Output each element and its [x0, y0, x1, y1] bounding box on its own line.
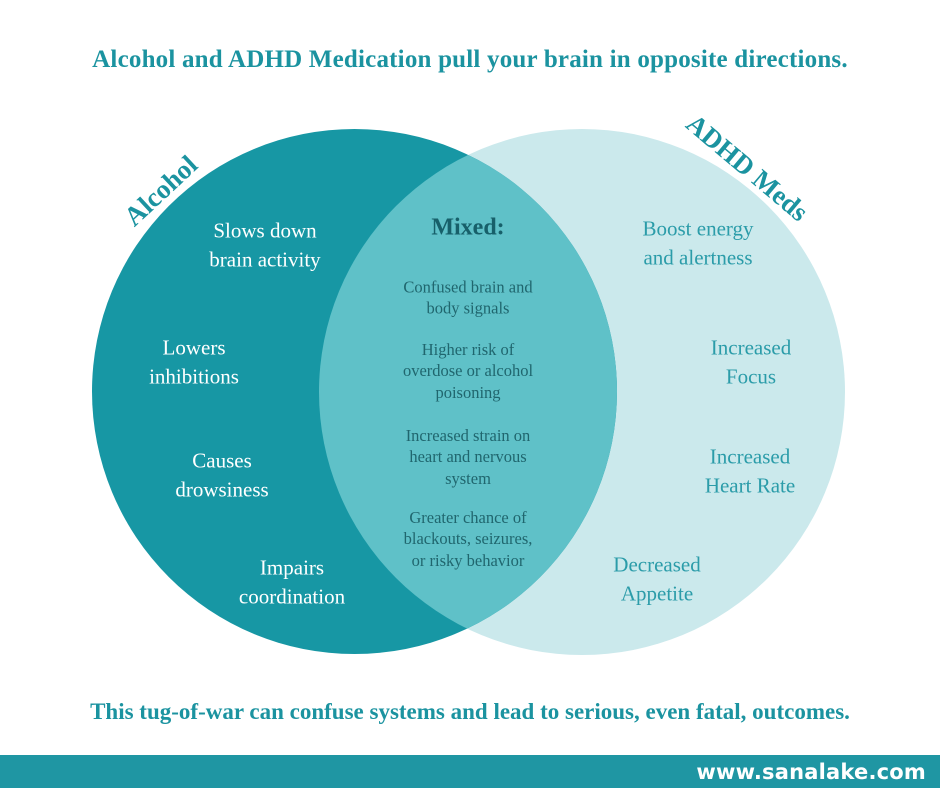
- website-url: www.sanalake.com: [696, 759, 926, 784]
- alcohol-item-lowers-inhibitions: Lowers inhibitions: [149, 335, 239, 389]
- adhd-item-decreased-appetite: Decreased Appetite: [613, 552, 701, 606]
- overlap-item-overdose-risk: Higher risk of overdose or alcohol poiso…: [402, 339, 534, 402]
- overlap-region: [319, 129, 617, 654]
- alcohol-item-impairs-coordination: Impairs coordination: [238, 555, 346, 609]
- adhd-item-increased-focus: Increased Focus: [710, 335, 792, 389]
- alcohol-item-causes-drowsiness: Causes drowsiness: [175, 448, 269, 502]
- alcohol-item-slows-brain: Slows down brain activity: [209, 218, 321, 272]
- page-title: Alcohol and ADHD Medication pull your br…: [92, 46, 848, 73]
- overlap-item-confused-signals: Confused brain and body signals: [403, 277, 533, 318]
- adhd-item-increased-heart-rate: Increased Heart Rate: [704, 444, 796, 498]
- overlap-item-heart-strain: Increased strain on heart and nervous sy…: [405, 425, 531, 488]
- footer-tagline: This tug-of-war can confuse systems and …: [90, 699, 850, 724]
- adhd-item-boost-energy: Boost energy and alertness: [642, 216, 754, 270]
- footer-bar: www.sanalake.com: [0, 755, 940, 788]
- overlap-item-blackouts: Greater chance of blackouts, seizures, o…: [403, 507, 533, 570]
- overlap-heading: Mixed:: [431, 214, 505, 241]
